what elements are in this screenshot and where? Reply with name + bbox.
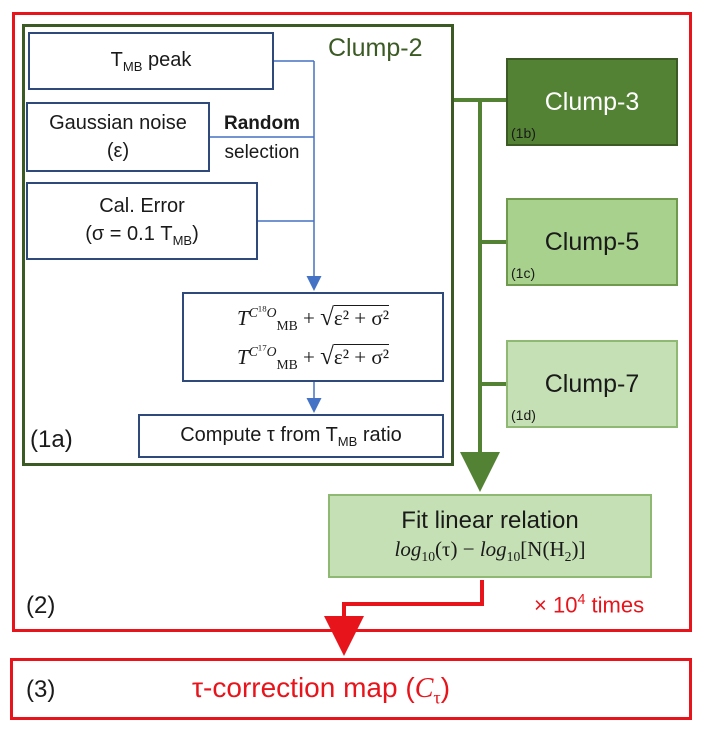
tau-correction-map-box [10,658,692,720]
outer-loop-label: (2) [26,592,56,619]
clump2-title: Clump-2 [328,34,423,62]
tau-correction-map-title: τ-correction map (Cτ) [192,672,451,708]
clump2-label: (1a) [30,426,73,453]
final-label: (3) [26,676,56,703]
formula-box: TC18OMB + √ε² + σ² TC17OMB + √ε² + σ² [182,292,444,382]
calibration-error-box: Cal. Error (σ = 0.1 TMB) [26,182,258,260]
formula-c17o: TC17OMB + √ε² + σ² [237,342,389,373]
gaussian-noise-box: Gaussian noise (ε) [26,102,210,172]
clump2-frame [22,24,454,466]
random-selection-label: Random selection [224,113,300,163]
formula-c18o: TC18OMB + √ε² + σ² [237,303,389,334]
iterations-label: × 104 times [534,592,645,618]
clump3-box: Clump-3 (1b) [506,58,678,146]
clump5-box: Clump-5 (1c) [506,198,678,286]
compute-tau-box: Compute τ from TMB ratio [138,414,444,458]
tmb-peak-box: TMB peak [28,32,274,90]
clump7-box: Clump-7 (1d) [506,340,678,428]
fit-linear-relation-box: Fit linear relation log10(τ) − log10[N(H… [328,494,652,578]
